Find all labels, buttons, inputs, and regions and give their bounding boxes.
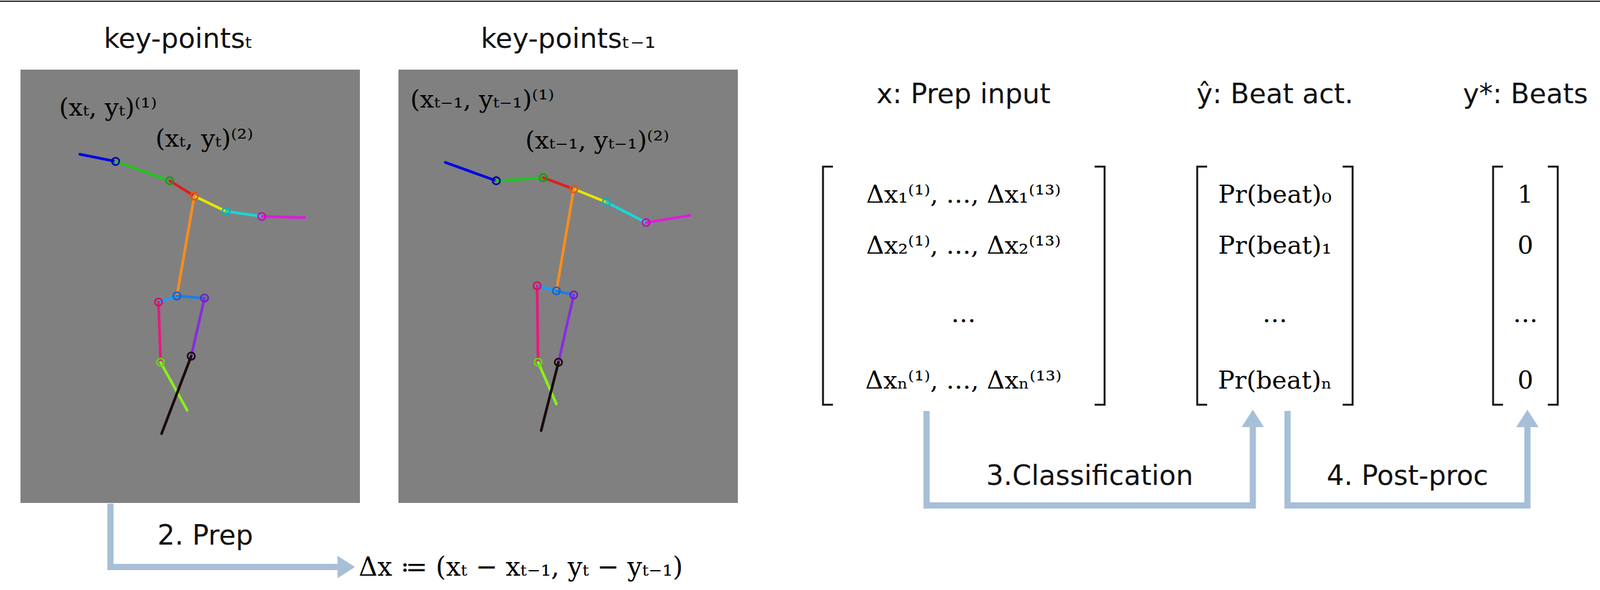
matrix-cell: 0 (1517, 365, 1533, 395)
keypoint-label: (xₜ₋₁, yₜ₋₁)⁽¹⁾ (410, 84, 555, 114)
matrix-cell: 0 (1517, 230, 1533, 260)
matrix-cell: … (951, 298, 976, 328)
flow-arrow (110, 503, 338, 567)
matrix-heading: y*: Beats (1462, 78, 1588, 111)
edge-label: 2. Prep (154, 519, 256, 552)
matrix-heading: ŷ: Beat act. (1196, 78, 1354, 111)
matrix-cell: … (1512, 298, 1538, 328)
matrix-cell: 1 (1517, 179, 1533, 209)
keypoints-panel: key-pointsₜ₋₁(xₜ₋₁, yₜ₋₁)⁽¹⁾(xₜ₋₁, yₜ₋₁)… (398, 69, 738, 503)
edge-label: 3.Classification (983, 459, 1196, 492)
panel-heading: key-pointsₜ₋₁ (480, 22, 656, 55)
keypoint-label: (xₜ₋₁, yₜ₋₁)⁽²⁾ (525, 125, 670, 155)
top-rule (0, 0, 1600, 2)
matrix-bracket (1493, 166, 1504, 405)
matrix-bracket (1094, 166, 1105, 405)
matrix-bracket (1547, 166, 1558, 405)
matrix-heading: x: Prep input (876, 78, 1051, 111)
matrix-cell: Δx₁⁽¹⁾, …, Δx₁⁽¹³⁾ (865, 179, 1061, 209)
matrix-bracket (1342, 166, 1353, 405)
matrix-cell: Pr(beat)₁ (1218, 230, 1332, 260)
matrix-node: ŷ: Beat act.Pr(beat)₀Pr(beat)₁…Pr(beat)ₙ (1195, 165, 1354, 406)
matrix-node: x: Prep inputΔx₁⁽¹⁾, …, Δx₁⁽¹³⁾Δx₂⁽¹⁾, …… (821, 165, 1106, 406)
edge-label: 4. Post-proc (1324, 459, 1491, 492)
matrix-cell: Pr(beat)₀ (1218, 179, 1332, 209)
matrix-bracket (822, 166, 833, 405)
matrix-node: y*: Beats10…0 (1491, 165, 1559, 406)
formula-text: Δx ≔ (xₜ − xₜ₋₁, yₜ − yₜ₋₁) (358, 551, 684, 582)
matrix-cell: Δxₙ⁽¹⁾, …, Δxₙ⁽¹³⁾ (865, 365, 1062, 395)
matrix-cell: Δx₂⁽¹⁾, …, Δx₂⁽¹³⁾ (865, 230, 1061, 260)
keypoints-panel: key-pointsₜ(xₜ, yₜ)⁽¹⁾(xₜ, yₜ)⁽²⁾ (20, 69, 360, 503)
matrix-cell: Pr(beat)ₙ (1217, 365, 1333, 395)
keypoint-label: (xₜ, yₜ)⁽¹⁾ (59, 92, 157, 122)
flow-arrow (926, 410, 1254, 506)
keypoint-label: (xₜ, yₜ)⁽²⁾ (155, 123, 253, 153)
matrix-cell: … (1262, 298, 1288, 328)
matrix-bracket (1197, 166, 1208, 405)
panel-heading: key-pointsₜ (103, 22, 253, 55)
formula-node: Δx ≔ (xₜ − xₜ₋₁, yₜ − yₜ₋₁) (357, 550, 685, 584)
flow-arrow (1287, 410, 1528, 506)
